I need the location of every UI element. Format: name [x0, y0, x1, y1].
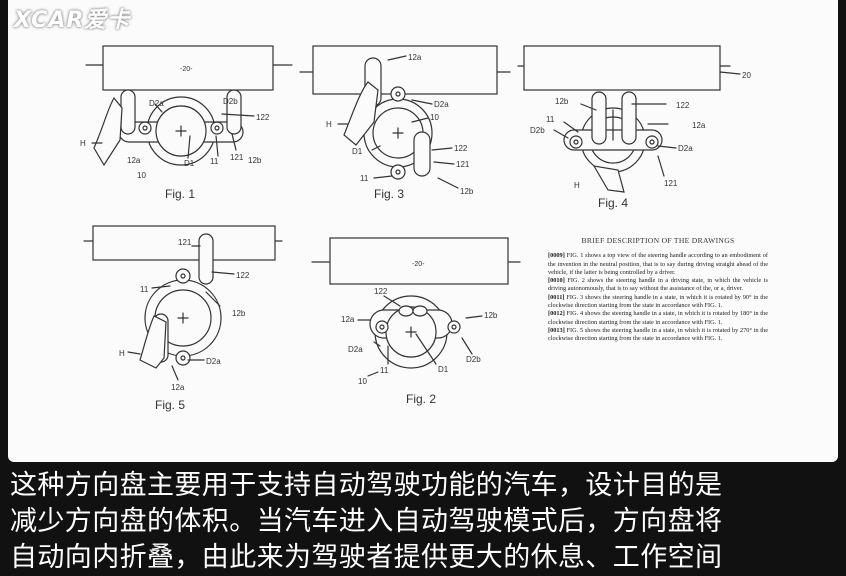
description-paragraph: [0013] FIG. 5 shows the steering handle …: [548, 327, 768, 344]
fig1-h-label: H: [80, 139, 86, 148]
paragraph-text: FIG. 3 shows the steering handle in a st…: [548, 293, 768, 310]
paragraph-text: FIG. 2 shows the steering handle in a dr…: [548, 277, 768, 293]
fig3-10-label: 10: [430, 113, 439, 122]
fig5-122-label: 122: [236, 271, 250, 280]
drawings-description: BRIEF DESCRIPTION OF THE DRAWINGS [0009]…: [548, 236, 768, 344]
description-paragraph: [0011] FIG. 3 shows the steering handle …: [548, 294, 768, 311]
fig4-121-label: 121: [664, 179, 678, 188]
fig1-12a-label: 12a: [127, 156, 141, 165]
fig5-12b-label: 12b: [232, 309, 246, 318]
fig3-d2a-label: D2a: [434, 100, 449, 109]
fig4-122-label: 122: [676, 101, 690, 110]
fig3-12b-label: 12b: [460, 187, 474, 196]
caption-line: 自动向内折叠，由此来为驾驶者提供更大的休息、工作空间: [10, 542, 723, 573]
fig4-d2b-label: D2b: [530, 126, 545, 135]
fig4-drawing: [517, 45, 741, 193]
fig1-122-label: 122: [256, 113, 270, 122]
paragraph-text: FIG. 1 shows a top view of the steering …: [548, 252, 769, 276]
fig1-10-label: 10: [137, 171, 146, 180]
fig5-caption: Fig. 5: [155, 398, 185, 412]
description-paragraph: [0012] FIG. 4 shows the steering handle …: [548, 310, 768, 327]
fig3-drawing: [299, 45, 511, 189]
fig1-11-label: 11: [210, 157, 219, 166]
paragraph-number: [0009]: [548, 252, 565, 260]
chinese-caption: 这种方向盘主要用于支持自动驾驶功能的汽车，设计目的是 减少方向盘的体积。当汽车进…: [10, 468, 846, 576]
fig2-drawing: [311, 237, 521, 377]
fig4-12a-label: 12a: [692, 121, 706, 130]
paragraph-text: FIG. 4 shows the steering handle in a st…: [548, 310, 768, 326]
caption-line: 这种方向盘主要用于支持自动驾驶功能的汽车，设计目的是: [10, 470, 723, 501]
paragraph-number: [0011]: [548, 293, 565, 301]
paragraph-number: [0012]: [548, 310, 565, 318]
description-paragraph: [0010] FIG. 2 shows the steering handle …: [548, 277, 768, 294]
fig3-d1-label: D1: [352, 147, 363, 156]
fig5-d2a-label: D2a: [206, 357, 221, 366]
fig1-d2a-label: D2a: [149, 99, 164, 108]
fig4-11-label: 11: [546, 115, 555, 124]
fig3-caption: Fig. 3: [374, 187, 404, 201]
patent-sheet: -20- D2a D2b 122 H 12a D1 11 121 12b 10 …: [8, 0, 838, 462]
watermark-logo: XCAR爱卡: [14, 8, 131, 33]
fig4-20-label: 20: [742, 71, 751, 80]
paragraph-text: FIG. 5 shows the steering handle in a st…: [548, 326, 768, 343]
fig2-d2b-label: D2b: [466, 355, 481, 364]
fig3-122-label: 122: [454, 144, 468, 153]
caption-line: 减少方向盘的体积。当汽车进入自动驾驶模式后，方向盘将: [10, 506, 723, 537]
paragraph-number: [0013]: [548, 326, 565, 334]
patent-figures: -20- D2a D2b 122 H 12a D1 11 121 12b 10 …: [80, 45, 751, 412]
fig4-d2a-label: D2a: [678, 144, 693, 153]
fig3-11-label: 11: [360, 174, 369, 183]
fig5-121-label: 121: [178, 238, 192, 247]
fig4-12b-label: 12b: [555, 97, 569, 106]
fig5-h-label: H: [119, 349, 125, 358]
fig5-11-label: 11: [140, 285, 149, 294]
fig1-caption: Fig. 1: [165, 187, 195, 201]
fig1-drawing: [85, 45, 293, 167]
fig3-121-label: 121: [456, 160, 470, 169]
fig2-11-label: 11: [380, 366, 389, 375]
fig2-12a-label: 12a: [341, 315, 355, 324]
fig2-10-label: 10: [358, 377, 367, 386]
paragraph-number: [0010]: [548, 277, 565, 285]
description-title: BRIEF DESCRIPTION OF THE DRAWINGS: [581, 236, 735, 245]
fig1-d1-label: D1: [184, 159, 195, 168]
fig5-drawing: [83, 225, 283, 381]
fig2-12b-label: 12b: [484, 311, 498, 320]
fig2-box-label: -20-: [412, 261, 425, 268]
fig4-caption: Fig. 4: [598, 196, 628, 210]
fig2-d1-label: D1: [438, 365, 449, 374]
fig2-caption: Fig. 2: [406, 392, 436, 406]
fig1-d2b-label: D2b: [223, 97, 238, 106]
fig1-12b-label: 12b: [248, 156, 262, 165]
fig1-box-label: -20-: [180, 66, 193, 73]
fig5-12a-label: 12a: [171, 383, 185, 392]
fig2-d2a-label: D2a: [348, 345, 363, 354]
fig2-122-label: 122: [374, 287, 388, 296]
fig3-h-label: H: [326, 120, 332, 129]
description-paragraph: [0009] FIG. 1 shows a top view of the st…: [548, 252, 768, 277]
fig1-121-label: 121: [230, 153, 244, 162]
fig4-h-label: H: [574, 181, 580, 190]
fig3-12a-label: 12a: [408, 53, 422, 62]
